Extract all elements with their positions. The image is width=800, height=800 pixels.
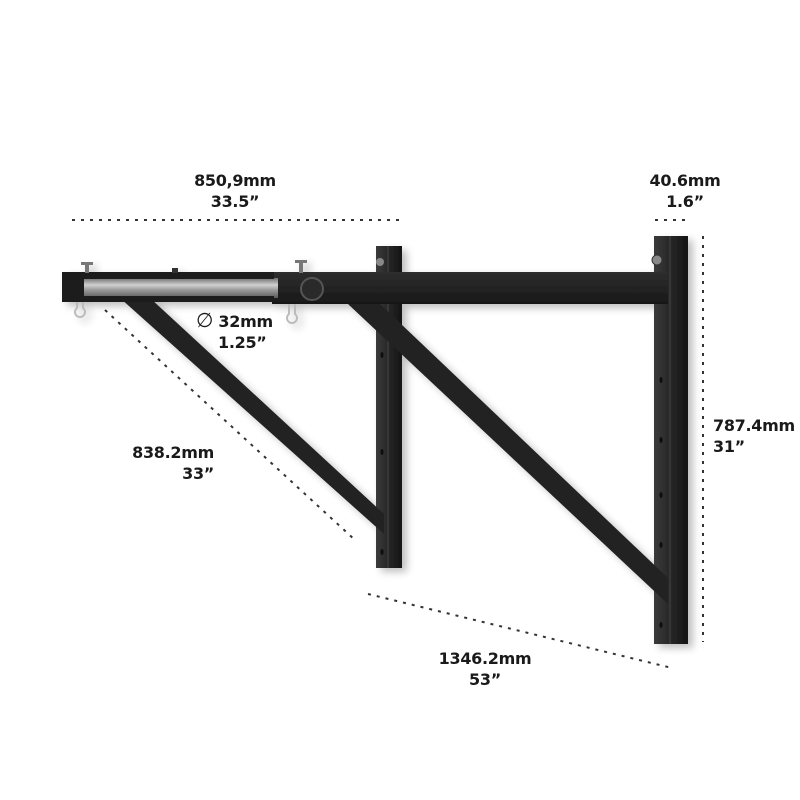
main-diagonal-brace [348,304,668,604]
diameter-icon: ∅ [196,308,214,332]
bar-diameter-inch: 1.25” [218,333,267,352]
brace-length-inch: 33” [182,464,214,483]
bracket-frame [62,236,688,644]
extended-length-mm: 850,9mm [194,171,276,190]
depth-inch: 53” [469,670,501,689]
brace-length-line [104,309,356,541]
tube-width-inch: 1.6” [666,192,704,211]
tube-width-label: 40.6mm 1.6” [635,170,735,212]
height-label: 787.4mm 31” [713,415,795,457]
hook-left [74,302,86,318]
depth-mm: 1346.2mm [438,649,532,668]
height-inch: 31” [713,437,745,456]
tube-width-mm: 40.6mm [649,171,721,190]
depth-label: 1346.2mm 53” [430,648,540,690]
outer-arm-endcap [62,272,84,302]
adjustment-knob [300,277,324,301]
extended-length-label: 850,9mm 33.5” [180,170,290,212]
height-mm: 787.4mm [713,416,795,435]
bar-diameter-mm: 32mm [218,312,273,331]
hook-right [286,304,298,324]
extended-length-inch: 33.5” [210,192,260,211]
brace-length-label: 838.2mm 33” [126,442,214,484]
brace-length-mm: 838.2mm [132,443,214,462]
bar-diameter-label: ∅ 32mm 1.25” [196,310,273,353]
dimension-lines [72,219,704,669]
outer-diagonal-brace [120,298,384,534]
mount-bolt [651,254,663,266]
chrome-bar [82,278,278,298]
main-arm [272,272,668,304]
